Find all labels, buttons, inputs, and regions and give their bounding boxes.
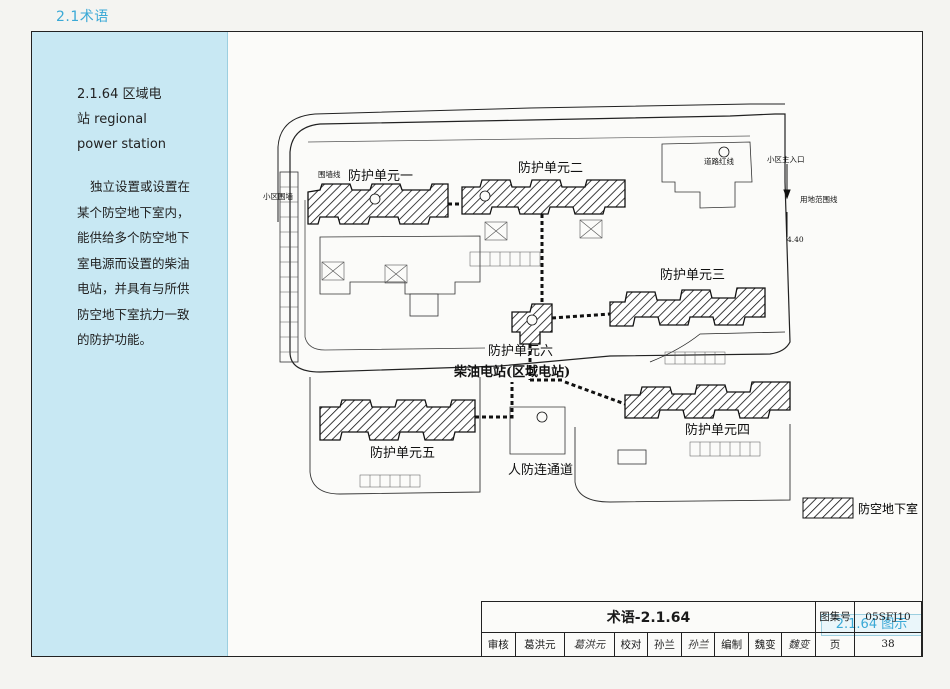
label-unit-6: 防护单元六 (488, 343, 553, 359)
label-unit-4: 防护单元四 (685, 422, 750, 438)
term-line-1: 2.1.64 区域电 (77, 87, 162, 102)
label-unit-3: 防护单元三 (660, 267, 725, 283)
reviewer-name: 葛洪元 (514, 631, 566, 658)
label-unit-1: 防护单元一 (348, 168, 413, 184)
section-tag: 2.1术语 (56, 9, 109, 25)
term-line-2: 站 regional (77, 112, 147, 127)
passage-6-3 (551, 312, 611, 320)
edit-label: 编制 (714, 631, 749, 658)
protection-unit-1 (307, 183, 449, 225)
review-label: 审核 (481, 631, 516, 658)
site-boundary (289, 113, 791, 373)
title-block: 术语-2.1.64 图集号 05SFJ10 审核 葛洪元 葛洪元 校对 孙兰 孙… (481, 601, 922, 658)
editor-signature: 魏变 (781, 631, 816, 658)
term-definition: 独立设置或设置在某个防空地下室内，能供给多个防空地下室电源而设置的柴油电站，并具… (77, 179, 191, 347)
lower-road-loop-2 (574, 424, 791, 503)
drawing-sheet: 2.1.64 区域电 站 regional power station 独立设置… (31, 31, 923, 658)
page-label: 页 (815, 631, 855, 658)
protection-unit-4 (624, 381, 791, 419)
checker-signature: 孙兰 (680, 631, 716, 658)
term-heading: 2.1.64 区域电 站 regional power station (77, 82, 202, 157)
label-land-line: 用地范围线 (800, 194, 838, 204)
term-line-3: power station (77, 137, 167, 152)
outer-wall-line (277, 103, 785, 222)
check-label: 校对 (613, 631, 649, 658)
editor-name: 魏变 (747, 631, 783, 658)
label-station: 柴油电站(区域电站) (453, 364, 570, 380)
building-small-b (617, 449, 647, 465)
atlas-label: 图集号 (815, 601, 855, 633)
protection-unit-2 (461, 179, 626, 215)
legend-label: 防空地下室 (858, 501, 918, 516)
passage-station-4 (564, 380, 626, 406)
label-unit-2: 防护单元二 (518, 160, 583, 176)
term-sidebar: 2.1.64 区域电 站 regional power station 独立设置… (32, 32, 228, 656)
building-small-a (409, 293, 439, 317)
passage-station-5 (475, 382, 514, 419)
label-road-line: 道路红线 (704, 156, 734, 166)
reviewer-signature: 葛洪元 (564, 631, 615, 658)
protection-unit-5 (319, 399, 476, 441)
label-unit-5: 防护单元五 (370, 445, 435, 461)
label-entrance: 小区主入口 (767, 154, 805, 164)
inner-road (304, 200, 486, 351)
page-number: 38 (854, 631, 922, 658)
site-plan: 防护单元一 防护单元二 防护单元三 防护单元四 防护单元五 防护单元六 柴油电站… (263, 103, 918, 519)
lower-road-loop (309, 377, 481, 495)
atlas-number: 05SFJ10 (854, 601, 922, 633)
label-community-wall: 小区围墙 (263, 191, 293, 201)
building-north-east (661, 141, 753, 209)
label-wall-line: 围墙线 (318, 169, 341, 179)
protection-unit-3 (609, 287, 766, 327)
label-level: 4.40 (787, 235, 804, 244)
checker-name: 孙兰 (647, 631, 682, 658)
building-center-south (509, 406, 566, 455)
road-curve (649, 331, 786, 363)
label-passage: 人防连通道 (508, 462, 573, 478)
west-parking (279, 171, 299, 363)
title-block-title: 术语-2.1.64 (481, 601, 816, 633)
inner-road-2 (307, 135, 751, 143)
legend-swatch (802, 497, 854, 519)
